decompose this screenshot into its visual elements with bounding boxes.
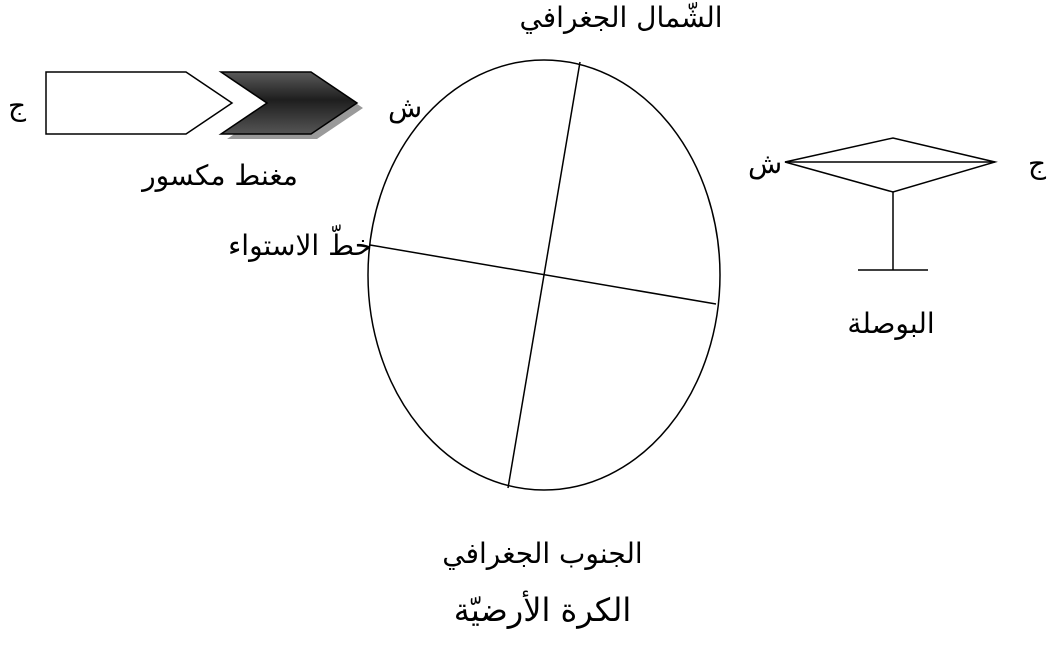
globe-equator-line: [369, 244, 717, 305]
geographic-south-label: الجنوب الجغرافي: [442, 537, 643, 570]
magnet-south-pole-label: ج: [8, 89, 27, 122]
globe-caption: الكرة الأرضيّة: [453, 591, 632, 629]
magnet-white-half: [45, 71, 234, 135]
compass-caption: البوصلة: [847, 307, 935, 340]
globe-ellipse: [367, 59, 721, 491]
magnet-dark-half: [218, 71, 359, 135]
compass-needle: [784, 137, 998, 193]
globe-north-marker: ش: [388, 91, 423, 124]
compass-north-pole-label: ش: [748, 147, 783, 180]
compass-south-pole-label: ج: [1028, 147, 1047, 180]
broken-magnet-caption: مغنط مكسور: [142, 159, 298, 192]
equator-label: خطّ الاستواء: [228, 229, 372, 262]
geographic-north-label: الشّمال الجغرافي: [519, 1, 723, 34]
